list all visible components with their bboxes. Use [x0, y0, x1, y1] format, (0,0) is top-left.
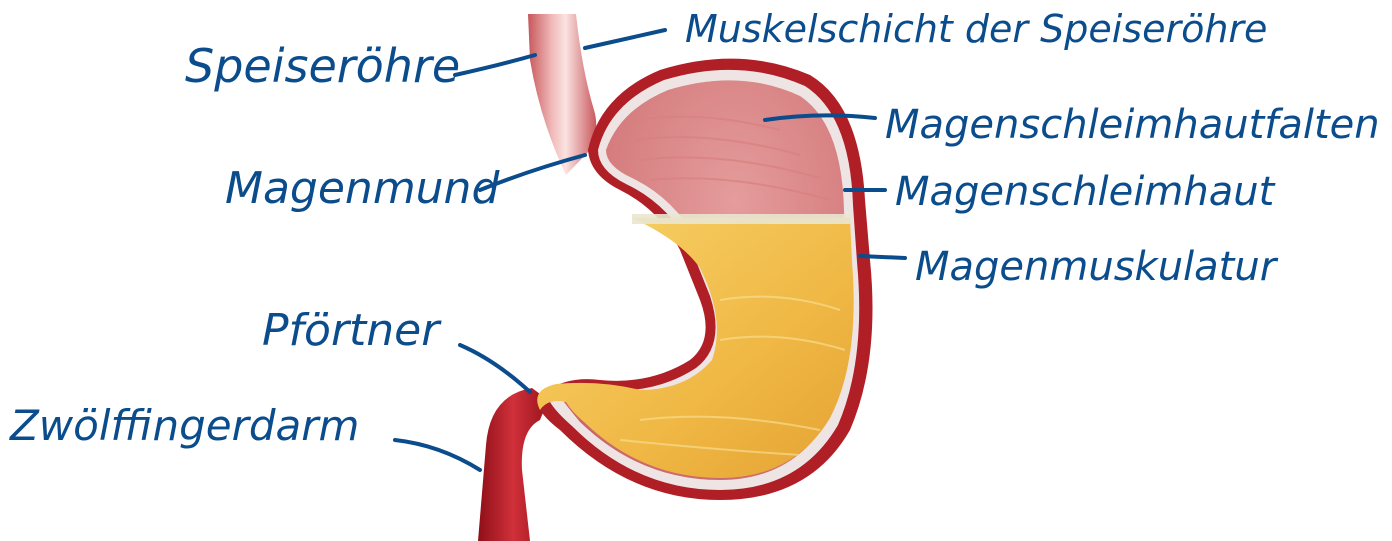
fluid-surface	[632, 214, 852, 224]
label-magenschleimhaut: Magenschleimhaut	[895, 169, 1276, 215]
line-speiseroehre	[455, 55, 535, 75]
label-magenmuskulatur: Magenmuskulatur	[915, 244, 1279, 290]
line-pfoertner	[460, 345, 530, 392]
esophagus-shape	[528, 14, 596, 175]
line-zwoelffingerdarm	[395, 440, 480, 470]
label-muskelschicht: Muskelschicht der Speiseröhre	[685, 7, 1267, 51]
duodenum-shape	[478, 388, 548, 541]
label-magenschleimhautfalten: Magenschleimhautfalten	[885, 102, 1380, 148]
line-muskelschicht	[585, 30, 665, 48]
label-speiseroehre: Speiseröhre	[185, 39, 460, 93]
label-zwoelffingerdarm: Zwölffingerdarm	[9, 401, 359, 450]
label-magenmund: Magenmund	[225, 163, 500, 214]
line-muskulatur	[860, 256, 905, 258]
label-pfoertner: Pförtner	[262, 305, 442, 356]
